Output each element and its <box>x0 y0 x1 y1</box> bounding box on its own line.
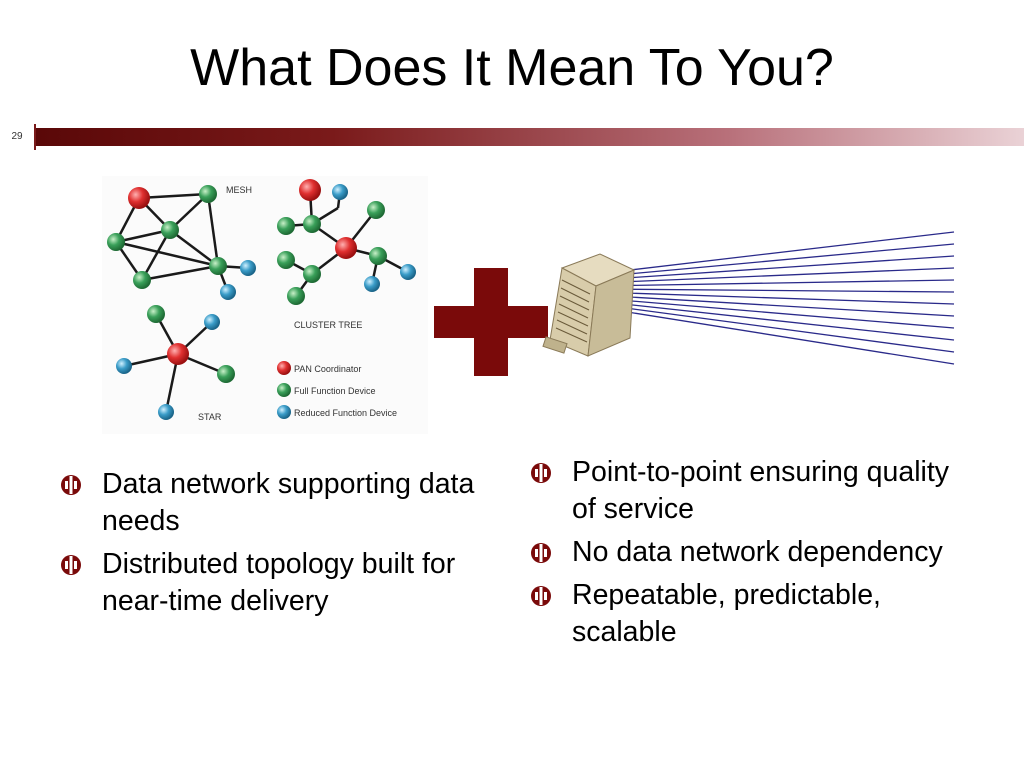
legend-label-pan-coordinator: PAN Coordinator <box>294 364 361 374</box>
bullet-text: Repeatable, predictable, scalable <box>572 579 881 648</box>
cluster-node <box>367 201 385 219</box>
star-node <box>147 305 165 323</box>
list-item: No data network dependency <box>530 534 970 571</box>
bullet-text: Distributed topology built for near-time… <box>102 548 456 617</box>
cluster-tree-label: CLUSTER TREE <box>294 320 362 330</box>
legend-label-full-function-device: Full Function Device <box>294 386 376 396</box>
list-item: Data network supporting data needs <box>60 466 490 540</box>
legend-blue-dot <box>277 405 291 419</box>
split-circle-bullet-icon <box>531 586 551 606</box>
slide-number-box <box>0 128 34 146</box>
connector-body <box>542 253 636 357</box>
cluster-end-node <box>400 264 416 280</box>
mesh-node <box>133 271 151 289</box>
star-end-node <box>116 358 132 374</box>
bullet-text: No data network dependency <box>572 536 943 568</box>
list-item: Point-to-point ensuring quality of servi… <box>530 454 970 528</box>
plus-icon <box>434 268 548 376</box>
star-node <box>217 365 235 383</box>
legend-green-dot <box>277 383 291 397</box>
mesh-node <box>199 185 217 203</box>
cluster-coordinator-node <box>335 237 357 259</box>
slide-title: What Does It Mean To You? <box>190 39 834 97</box>
mesh-label: MESH <box>226 185 252 195</box>
cluster-node <box>277 251 295 269</box>
mesh-node <box>209 257 227 275</box>
title-divider-bar <box>36 128 1024 146</box>
mesh-node <box>107 233 125 251</box>
mesh-coordinator-node <box>128 187 150 209</box>
mesh-end-node <box>220 284 236 300</box>
network-topology-diagram: MESH CLUSTER TREE STAR <box>102 176 428 434</box>
star-label: STAR <box>198 412 222 422</box>
cable-lines <box>595 231 955 365</box>
mesh-node <box>161 221 179 239</box>
slide-number-separator <box>34 124 36 150</box>
bullet-text: Data network supporting data needs <box>102 468 475 537</box>
slide-number: 29 <box>11 131 23 142</box>
star-end-node <box>204 314 220 330</box>
cluster-node <box>303 215 321 233</box>
list-item: Distributed topology built for near-time… <box>60 546 490 620</box>
bullet-text: Point-to-point ensuring quality of servi… <box>572 456 950 525</box>
cluster-end-node <box>332 184 348 200</box>
cluster-node <box>369 247 387 265</box>
cluster-coordinator-node <box>299 179 321 201</box>
right-bullet-list: Point-to-point ensuring quality of servi… <box>530 454 970 657</box>
diagram-legend: PAN Coordinator Full Function Device Red… <box>277 361 397 419</box>
split-circle-bullet-icon <box>531 463 551 483</box>
cluster-node <box>287 287 305 305</box>
cluster-node <box>277 217 295 235</box>
star-coordinator-node <box>167 343 189 365</box>
cluster-node <box>303 265 321 283</box>
legend-red-dot <box>277 361 291 375</box>
left-bullet-list: Data network supporting data needs Distr… <box>60 466 490 626</box>
split-circle-bullet-icon <box>531 543 551 563</box>
cluster-end-node <box>364 276 380 292</box>
star-end-node <box>158 404 174 420</box>
split-circle-bullet-icon <box>61 555 81 575</box>
legend-label-reduced-function-device: Reduced Function Device <box>294 408 397 418</box>
split-circle-bullet-icon <box>61 475 81 495</box>
list-item: Repeatable, predictable, scalable <box>530 577 970 651</box>
connector-cable-icon <box>542 231 955 365</box>
mesh-end-node <box>240 260 256 276</box>
